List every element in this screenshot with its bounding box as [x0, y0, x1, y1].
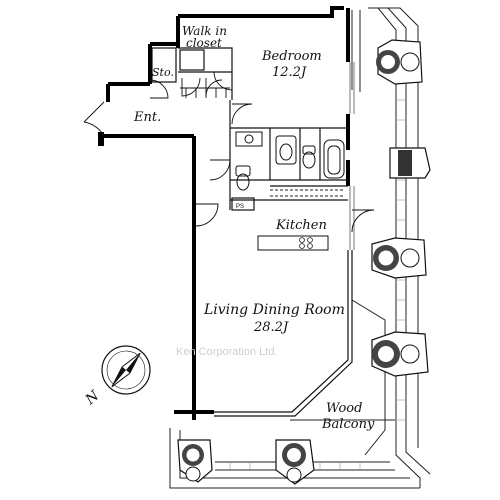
compass	[101, 345, 151, 395]
doors	[83, 71, 375, 233]
walk-in-closet-label-line1: Walk in	[182, 24, 227, 38]
balcony-label-line1: Wood	[326, 401, 362, 416]
compass-needle-icon	[111, 352, 141, 388]
pillar-5	[177, 439, 213, 483]
window-marks	[349, 62, 355, 250]
pillar-2	[389, 147, 431, 179]
entrance-label: Ent.	[133, 110, 161, 125]
kitchen-label: Kitchen	[275, 218, 327, 233]
entrance-wall-stub	[98, 132, 104, 146]
kitchen-back-counter	[270, 189, 344, 197]
bathroom-fixtures	[235, 131, 345, 191]
pillar-1	[376, 39, 423, 85]
bedroom-size: 12.2J	[272, 65, 307, 80]
living-dining-label: Living Dining Room	[203, 302, 345, 318]
kitchen-counter	[257, 235, 329, 251]
pillar-4	[371, 331, 429, 377]
walk-in-closet-label-line2: closet	[186, 36, 222, 50]
bedroom-label: Bedroom	[261, 49, 322, 64]
living-dining-size: 28.2J	[253, 320, 289, 335]
closet-rails	[180, 87, 230, 98]
watermark: Ken Corporation Ltd.	[176, 346, 278, 358]
pipe-space-label: PS	[236, 204, 244, 210]
pillar-6	[275, 439, 315, 485]
compass-north-letter: N	[82, 387, 103, 408]
pillar-3	[371, 237, 427, 279]
balcony-label-line2: Balcony	[321, 417, 375, 432]
room-labels: Walk in closet Bedroom 12.2J Sto. Ent. P…	[133, 24, 375, 432]
exterior-walls	[100, 6, 350, 420]
storage-label: Sto.	[152, 66, 174, 79]
